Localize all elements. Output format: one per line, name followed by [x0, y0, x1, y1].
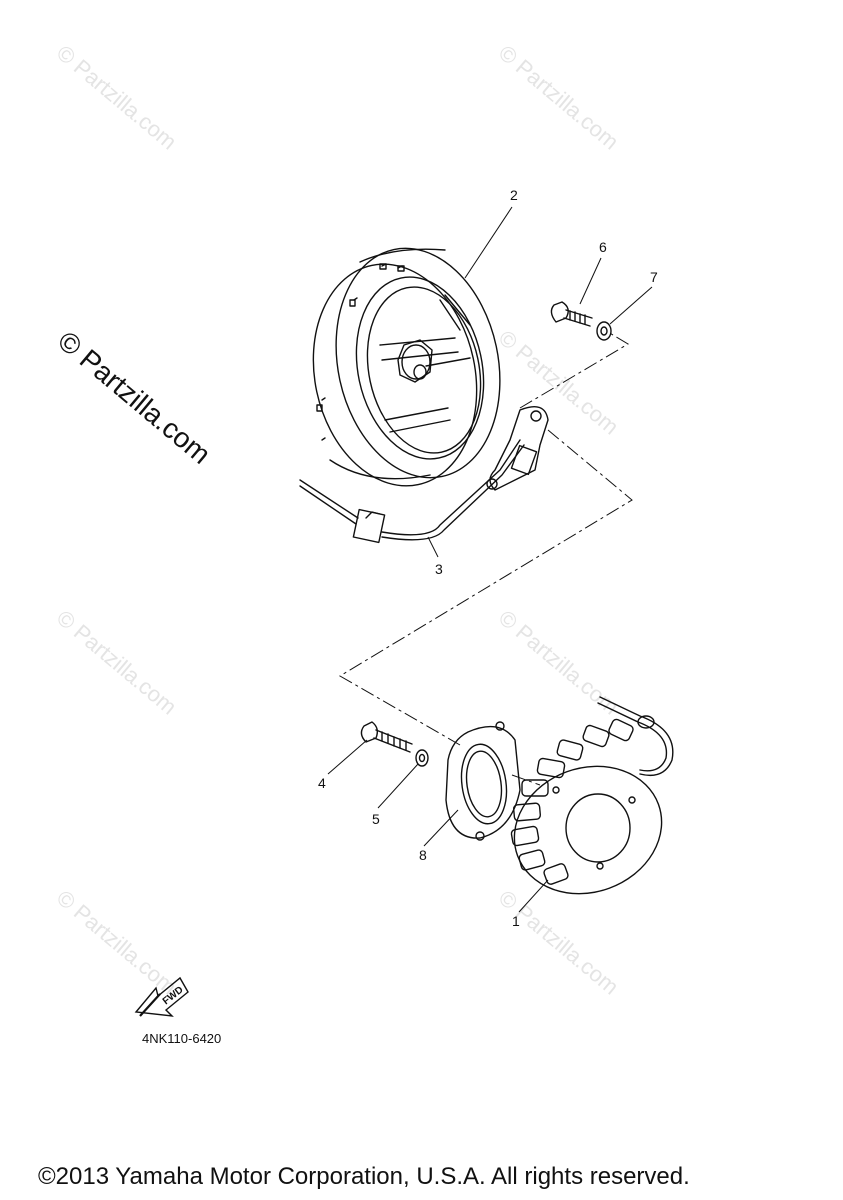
callout-4: 4	[318, 775, 326, 791]
leader-7	[609, 286, 653, 325]
callout-6: 6	[599, 239, 607, 255]
copyright-notice: ©2013 Yamaha Motor Corporation, U.S.A. A…	[38, 1163, 690, 1190]
callout-2: 2	[510, 187, 518, 203]
leader-4	[327, 739, 368, 775]
assembly-line-c	[511, 774, 541, 786]
leader-3	[427, 536, 439, 558]
bolt-6	[550, 301, 593, 327]
bolt-4	[360, 721, 413, 753]
fwd-arrow-icon: FWD	[134, 976, 189, 1017]
leader-6	[579, 257, 602, 305]
stator-assembly	[510, 696, 674, 895]
flywheel-rotor	[312, 247, 501, 487]
washer-5	[415, 749, 429, 767]
plate-8	[445, 721, 521, 841]
callout-3: 3	[435, 561, 443, 577]
leader-8	[423, 809, 459, 847]
leader-5	[377, 763, 419, 809]
assembly-line-a	[519, 331, 629, 409]
pickup-coil	[299, 406, 549, 544]
diagram-code: 4NK110-6420	[142, 1031, 222, 1046]
callout-1: 1	[512, 913, 520, 929]
callout-7: 7	[650, 269, 658, 285]
leader-1	[518, 879, 549, 913]
callout-8: 8	[419, 847, 427, 863]
callout-5: 5	[372, 811, 380, 827]
leader-2	[464, 206, 513, 279]
assembly-line-b	[339, 429, 633, 746]
washer-7	[596, 321, 612, 341]
